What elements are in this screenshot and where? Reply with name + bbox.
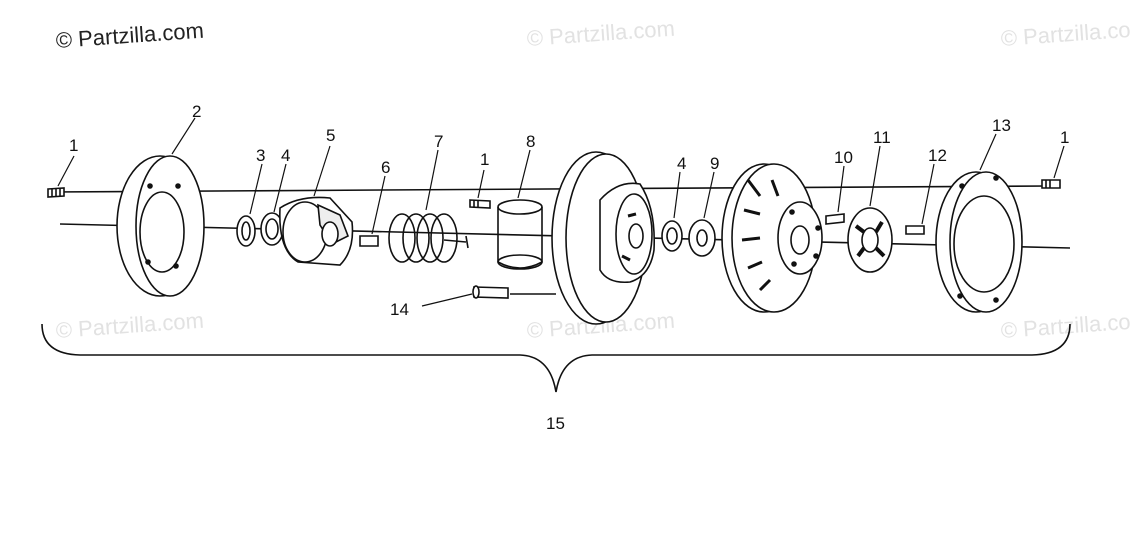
callout-9: 9 [710, 154, 720, 173]
callout-5: 5 [326, 126, 336, 145]
callout-6: 6 [381, 158, 391, 177]
leader-lines [57, 117, 1065, 307]
spider-part-11 [847, 207, 893, 273]
washer-part-9 [688, 219, 716, 257]
callout-4-right: 4 [677, 154, 687, 173]
callout-4-left: 4 [281, 146, 291, 165]
fixed-sheave [551, 151, 656, 325]
roller-pin-part-10 [825, 213, 845, 225]
bolt-part-1-middle [469, 199, 491, 209]
bolt-part-1-right [1041, 179, 1061, 189]
callout-1-middle: 1 [480, 150, 490, 169]
callout-15: 15 [546, 414, 565, 433]
shaft-part-14 [472, 285, 556, 299]
callout-10: 10 [834, 148, 853, 167]
callout-12: 12 [928, 146, 947, 165]
upper-axis-line [47, 185, 1051, 193]
callout-11: 11 [873, 128, 891, 147]
bolt-part-1-left [47, 187, 65, 198]
cover-plate-part-2 [116, 155, 205, 297]
cam-part-5 [279, 196, 354, 266]
assembly-bracket-15 [41, 323, 1071, 393]
callout-1-right: 1 [1060, 128, 1070, 147]
callout-7: 7 [434, 132, 444, 151]
pin-part-6 [359, 235, 379, 247]
screw-part-12 [905, 225, 925, 235]
cover-part-13 [935, 171, 1023, 313]
bushing-part-8 [497, 199, 543, 270]
callout-3: 3 [256, 146, 266, 165]
spring-part-7 [388, 213, 469, 263]
snap-ring-part-3 [236, 215, 256, 247]
washer-part-4-right [661, 220, 683, 252]
callout-13: 13 [992, 116, 1011, 135]
callout-8: 8 [526, 132, 536, 151]
movable-sheave [721, 163, 823, 313]
callout-14: 14 [390, 300, 409, 319]
callout-2: 2 [192, 102, 202, 121]
callout-1-left: 1 [69, 136, 79, 155]
